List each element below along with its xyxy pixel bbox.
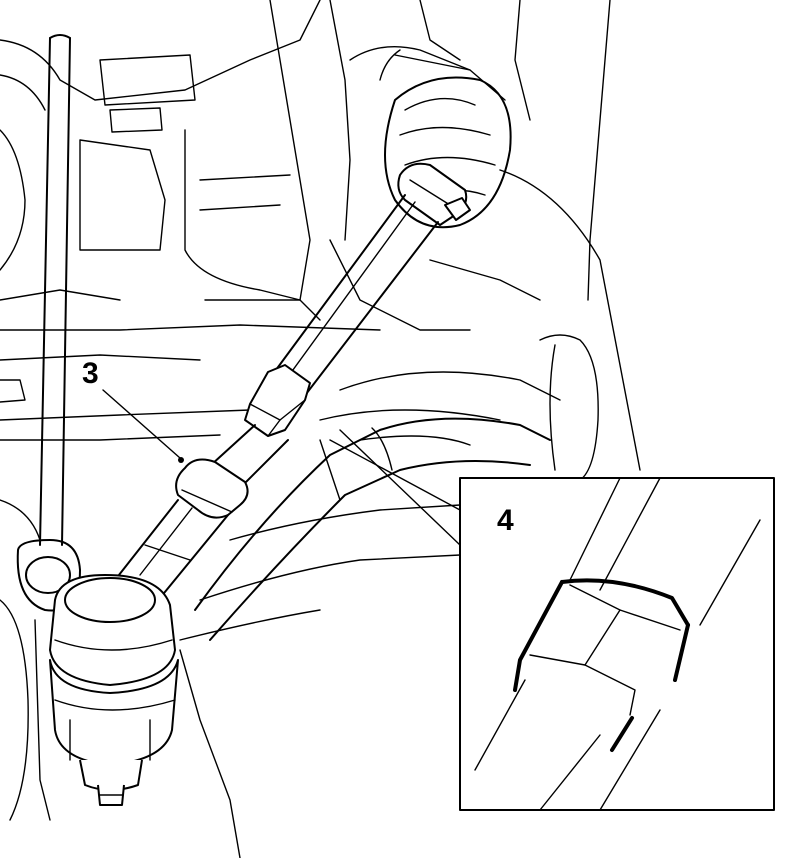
suspension-background (0, 0, 641, 858)
callout-3-label: 3 (82, 357, 99, 390)
tie-rod-end (49, 574, 179, 806)
callout-3-dot (178, 457, 184, 463)
lower-control-arm (194, 417, 551, 641)
callout-3: 3 (82, 357, 184, 463)
detail-inset: 4 (459, 477, 775, 811)
tie-rod (114, 162, 471, 599)
callout-4-label: 4 (497, 504, 514, 537)
detail-inset-frame (459, 477, 775, 811)
stabilizer-link (16, 34, 81, 612)
callout-4-leader (329, 429, 461, 546)
